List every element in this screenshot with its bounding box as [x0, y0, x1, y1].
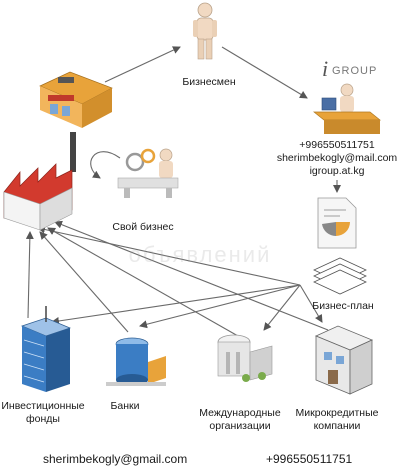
svg-text:i: i: [322, 56, 328, 81]
arrow-hub-to-funds: [51, 284, 301, 325]
business-plan-document-icon: [317, 197, 357, 249]
arrow-intl-to-factory: [47, 227, 239, 337]
international-orgs-line-1: Международные: [199, 407, 281, 419]
worker-at-desk-icon: [313, 83, 381, 134]
arrow-hub-to-intl: [263, 284, 301, 331]
contact-phone: +996550511751: [299, 139, 375, 151]
arrow-hub-to-factory: [37, 225, 301, 286]
store-icon: [39, 71, 113, 128]
investment-funds-line-1: Инвестиционные: [1, 400, 85, 412]
businessman-label: Бизнесмен: [182, 76, 236, 88]
microcredit-line-1: Микрокредитные: [295, 407, 379, 419]
investment-funds-label: Инвестиционные фонды: [1, 400, 84, 426]
skyscraper-icon: [21, 306, 71, 392]
footer-phone: +996550511751: [266, 452, 353, 466]
igroup-logo-icon: i GROUP: [322, 56, 377, 81]
contact-email: sherimbekogly@mail.com: [276, 152, 398, 164]
footer-email: sherimbekogly@gmail.com: [43, 452, 188, 466]
contact-site: igroup.at.kg: [309, 165, 365, 177]
international-orgs-label: Международные организации: [199, 407, 280, 433]
banks-label: Банки: [110, 400, 140, 412]
connector-arrows: [25, 46, 341, 337]
arrow-hub-to-micro: [299, 284, 323, 323]
international-orgs-line-2: организации: [209, 420, 271, 432]
svg-text:GROUP: GROUP: [332, 65, 377, 77]
arrow-hub-to-banks: [139, 284, 301, 329]
own-business-label: Свой бизнес: [112, 221, 174, 233]
contact-block: +996550511751 sherimbekogly@mail.com igr…: [277, 139, 397, 178]
arrow-funds-to-factory: [25, 231, 34, 319]
arrow-businessman-to-igroup: [221, 46, 308, 99]
watermark-text: объявлений: [128, 242, 272, 267]
bank-building-icon: [106, 337, 166, 386]
businessman-icon: [193, 2, 217, 60]
business-plan-label: Бизнес-план: [312, 300, 374, 312]
organization-building-icon: [217, 334, 273, 382]
arrow-micro-to-factory: [54, 220, 329, 331]
arrow-banks-to-factory: [39, 231, 129, 333]
microcredit-line-2: компании: [313, 420, 361, 432]
arrow-business-cycle: [90, 151, 121, 179]
gears-worker-icon: [117, 148, 179, 198]
arrow-store-to-businessman: [104, 46, 181, 83]
factory-icon: [3, 132, 76, 231]
investment-funds-line-2: фонды: [26, 413, 60, 425]
microcredit-label: Микрокредитные компании: [296, 407, 379, 433]
office-building-icon: [314, 325, 374, 395]
paper-stack-icon: [313, 257, 367, 295]
